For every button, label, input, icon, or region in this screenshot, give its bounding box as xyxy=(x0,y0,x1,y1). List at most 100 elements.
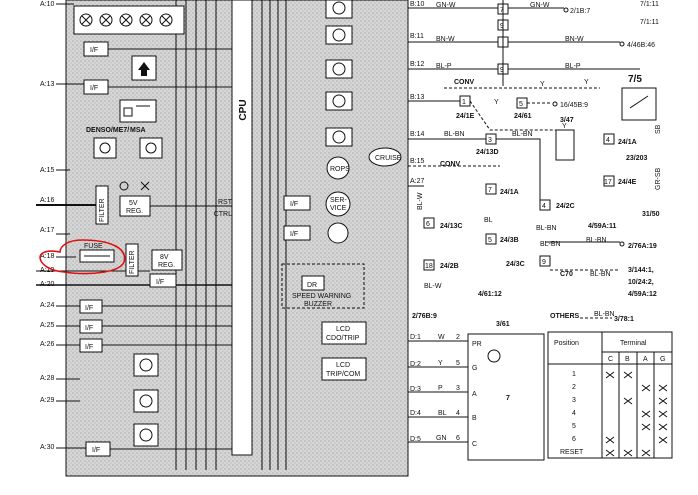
svg-text:24/1A: 24/1A xyxy=(500,189,519,196)
svg-text:24/4E: 24/4E xyxy=(618,179,637,186)
svg-text:5: 5 xyxy=(519,101,523,108)
svg-text:A:27: A:27 xyxy=(410,178,425,185)
svg-text:7: 7 xyxy=(500,7,504,14)
svg-text:Y: Y xyxy=(562,123,567,130)
svg-text:RESET: RESET xyxy=(560,449,584,456)
svg-text:3/144:1,: 3/144:1, xyxy=(628,267,654,274)
svg-text:I/F: I/F xyxy=(85,305,93,312)
svg-text:REG.: REG. xyxy=(126,208,143,215)
svg-text:Terminal: Terminal xyxy=(620,340,647,347)
svg-text:24/3C: 24/3C xyxy=(506,261,525,268)
svg-text:G: G xyxy=(472,365,477,372)
pin-a13: A:13 xyxy=(40,81,55,88)
svg-text:I/F: I/F xyxy=(90,47,98,54)
svg-text:B:10: B:10 xyxy=(410,1,425,8)
svg-text:P: P xyxy=(438,385,443,392)
svg-text:RST: RST xyxy=(218,199,233,206)
svg-text:GN-W: GN-W xyxy=(436,2,456,9)
svg-text:BL-BN: BL-BN xyxy=(590,271,611,278)
top-right-wiring: GN-W BN-W BL-P 7 9 9 GN-W 2/1B:7 7/1:11 … xyxy=(436,0,659,121)
svg-text:4/61:12: 4/61:12 xyxy=(478,291,502,298)
svg-text:REG.: REG. xyxy=(158,262,175,269)
pin-a15: A:15 xyxy=(40,167,55,174)
svg-text:5: 5 xyxy=(572,423,576,430)
svg-text:I/F: I/F xyxy=(290,201,298,208)
svg-text:GN: GN xyxy=(436,435,447,442)
right-pin-column: B:10 B:11 B:12 B:13 B:14 B:15 A:27 D:1 D… xyxy=(408,1,500,443)
svg-text:6: 6 xyxy=(456,435,460,442)
svg-text:10/24:2,: 10/24:2, xyxy=(628,279,654,286)
svg-text:D:2: D:2 xyxy=(410,361,421,368)
svg-text:6: 6 xyxy=(426,221,430,228)
svg-text:4: 4 xyxy=(456,410,460,417)
svg-text:31/50: 31/50 xyxy=(642,211,660,218)
cpu-label: CPU xyxy=(238,99,249,120)
svg-text:5V: 5V xyxy=(129,200,138,207)
svg-text:LCD: LCD xyxy=(336,362,350,369)
svg-text:VICE: VICE xyxy=(330,205,347,212)
engine-control-indicators: DENSO/ME7/ MSA xyxy=(86,55,163,159)
svg-text:24/61: 24/61 xyxy=(514,113,532,120)
svg-text:BL-BN: BL-BN xyxy=(512,131,533,138)
svg-text:2/76B:9: 2/76B:9 xyxy=(412,313,437,320)
svg-text:D:1: D:1 xyxy=(410,334,421,341)
svg-text:SER-: SER- xyxy=(330,197,347,204)
conversion-wiring: CONV Y 1 24/1E Y 5 24/61 16/45B:9 Y Y xyxy=(444,79,600,140)
svg-text:24/13C: 24/13C xyxy=(440,223,463,230)
svg-text:24/13D: 24/13D xyxy=(476,149,499,156)
svg-text:FUSE: FUSE xyxy=(84,243,103,250)
lower-warning-lamps xyxy=(133,353,159,447)
svg-text:Y: Y xyxy=(494,99,499,106)
svg-text:3: 3 xyxy=(456,385,460,392)
svg-text:Y: Y xyxy=(438,360,443,367)
pin-a10: A:10 xyxy=(40,1,55,8)
svg-text:Y: Y xyxy=(584,79,589,86)
pin-a28: A:28 xyxy=(40,375,55,382)
svg-text:DR: DR xyxy=(307,282,317,289)
svg-text:B:15: B:15 xyxy=(410,158,425,165)
pin-a25: A:25 xyxy=(40,322,55,329)
svg-text:24/3B: 24/3B xyxy=(500,237,519,244)
speed-warning-buzzer-block xyxy=(281,263,365,309)
svg-text:7: 7 xyxy=(506,395,510,402)
svg-text:4: 4 xyxy=(542,203,546,210)
denso-label: DENSO/ME7/ xyxy=(86,127,129,134)
svg-text:BUZZER: BUZZER xyxy=(304,301,332,308)
svg-text:B: B xyxy=(625,356,630,363)
svg-text:BL-W: BL-W xyxy=(417,192,424,210)
svg-text:4: 4 xyxy=(572,410,576,417)
svg-text:ROPS: ROPS xyxy=(330,166,350,173)
svg-text:A: A xyxy=(472,391,477,398)
svg-text:1: 1 xyxy=(462,99,466,106)
svg-text:PR: PR xyxy=(472,341,482,348)
pin-a17: A:17 xyxy=(40,227,55,234)
svg-text:CONV: CONV xyxy=(454,79,475,86)
svg-text:4/59A:11: 4/59A:11 xyxy=(588,223,617,230)
svg-text:A: A xyxy=(643,356,648,363)
svg-text:3/47: 3/47 xyxy=(560,117,574,124)
svg-text:LCD: LCD xyxy=(336,326,350,333)
svg-text:2/1B:7: 2/1B:7 xyxy=(570,8,590,15)
svg-text:BL-BN: BL-BN xyxy=(594,311,615,318)
svg-text:BL-P: BL-P xyxy=(565,63,581,70)
pin-a24: A:24 xyxy=(40,302,55,309)
cpu-output-section: ROPS CRUISE I/F SER- VICE I/F DR SPEED W… xyxy=(281,0,402,381)
svg-text:24/2C: 24/2C xyxy=(556,203,575,210)
svg-text:BN-W: BN-W xyxy=(565,36,584,43)
svg-text:BN-W: BN-W xyxy=(436,36,455,43)
right-relay-column: 4 24/1A 23/203 17 24/4E SB GR-SB 4/59A:1… xyxy=(588,124,662,230)
svg-text:GN-W: GN-W xyxy=(530,2,550,9)
svg-text:D:3: D:3 xyxy=(410,386,421,393)
svg-text:BL-BN: BL-BN xyxy=(540,241,561,248)
svg-text:C: C xyxy=(472,441,477,448)
pin-a29: A:29 xyxy=(40,397,55,404)
svg-text:CTRL: CTRL xyxy=(214,211,232,218)
svg-text:7/5: 7/5 xyxy=(628,74,642,85)
svg-text:I/F: I/F xyxy=(156,279,164,286)
svg-text:4: 4 xyxy=(606,137,610,144)
svg-text:2: 2 xyxy=(572,384,576,391)
warning-lamp-bank xyxy=(73,5,185,35)
svg-text:1: 1 xyxy=(572,371,576,378)
svg-text:6: 6 xyxy=(572,436,576,443)
svg-text:3: 3 xyxy=(488,137,492,144)
